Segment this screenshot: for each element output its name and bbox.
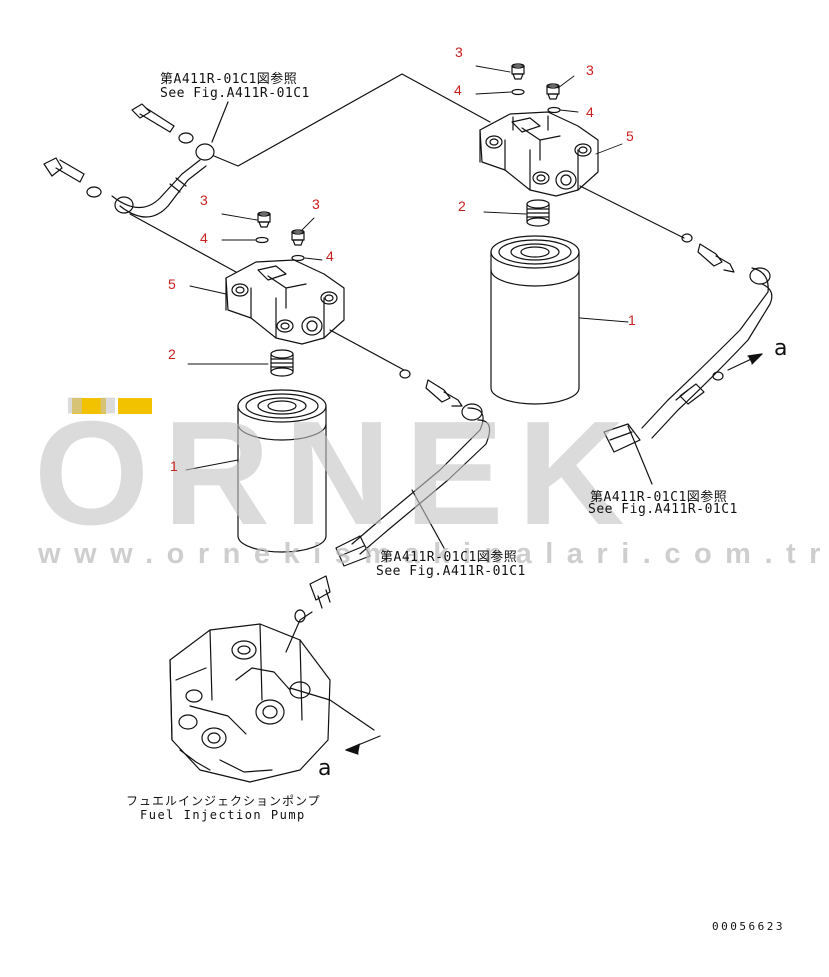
right-plug-3b (546, 83, 560, 100)
ref-top-jp: 第A411R-01C1図参照 (160, 72, 298, 87)
right-oring (681, 233, 693, 243)
callout-right-3b: 3 (586, 62, 594, 78)
fuel-injection-pump (169, 611, 331, 783)
right-filter-head (479, 111, 599, 197)
ref-center-jp: 第A411R-01C1図参照 (380, 550, 518, 565)
left-plug-3b (291, 229, 305, 246)
left-plug-3a (257, 211, 271, 228)
upper-fuel-hose (111, 143, 215, 218)
line-left-head-to-oring (329, 329, 405, 371)
ref-right-en: See Fig.A411R-01C1 (588, 502, 738, 517)
right-washer-4a (511, 88, 525, 96)
callout-left-3a: 3 (200, 192, 208, 208)
left-filter-cartridge (237, 389, 327, 553)
left-washer-4a (255, 236, 269, 244)
banjo-bolt-upper (131, 103, 175, 133)
center-oring (399, 369, 411, 379)
pump-fitting (309, 575, 331, 609)
pump-label-en: Fuel Injection Pump (140, 808, 306, 822)
right-fuel-hose (603, 267, 773, 453)
callout-left-5: 5 (168, 276, 176, 292)
section-mark-bottom: a (318, 756, 332, 781)
left-filter-head (225, 259, 345, 345)
gasket-upper (178, 132, 194, 144)
right-oring-lower (712, 371, 724, 381)
callout-right-1: 1 (628, 312, 636, 328)
right-connector (697, 243, 735, 273)
callout-left-3b: 3 (312, 196, 320, 212)
gasket-lower (86, 186, 102, 198)
watermark-umlaut-dot-2 (118, 398, 152, 414)
section-mark-right: a (774, 336, 788, 361)
ref-leader-top (211, 101, 229, 143)
right-fitting-lower (675, 383, 705, 405)
callout-left-4a: 4 (200, 230, 208, 246)
watermark-url: www.ornekismakinalari.com.tr (38, 538, 829, 570)
callout-left-1: 1 (170, 458, 178, 474)
watermark-brand: ÖRNEK (34, 391, 639, 556)
left-washer-4b (291, 254, 305, 262)
ref-line-top (213, 73, 491, 167)
callout-right-4b: 4 (586, 104, 594, 120)
ref-leader-center (411, 489, 445, 549)
drawing-number: 00056623 (712, 920, 785, 933)
callout-right-3a: 3 (455, 44, 463, 60)
ref-right-jp: 第A411R-01C1図参照 (590, 490, 728, 505)
pump-label-jp: フュエルインジェクションポンプ (126, 794, 321, 808)
ref-leader-right (627, 425, 653, 485)
center-fuel-hose (335, 403, 491, 567)
right-filter-cartridge (490, 235, 580, 405)
right-nipple (526, 199, 550, 227)
pump-leader-line (289, 687, 375, 731)
left-nipple (270, 349, 294, 377)
line-hose-to-left-head (129, 213, 237, 273)
watermark-umlaut-dot-1 (72, 398, 106, 414)
callout-right-4a: 4 (454, 82, 462, 98)
ref-top-en: See Fig.A411R-01C1 (160, 86, 310, 101)
line-right-head-to-oring (579, 185, 685, 239)
right-plug-3a (511, 63, 525, 80)
callout-right-2: 2 (458, 198, 466, 214)
banjo-bolt-lower (43, 157, 85, 183)
callout-left-2: 2 (168, 346, 176, 362)
right-washer-4b (547, 106, 561, 114)
ref-center-en: See Fig.A411R-01C1 (376, 564, 526, 579)
callout-left-4b: 4 (326, 248, 334, 264)
center-connector (425, 379, 463, 407)
callout-right-5: 5 (626, 128, 634, 144)
